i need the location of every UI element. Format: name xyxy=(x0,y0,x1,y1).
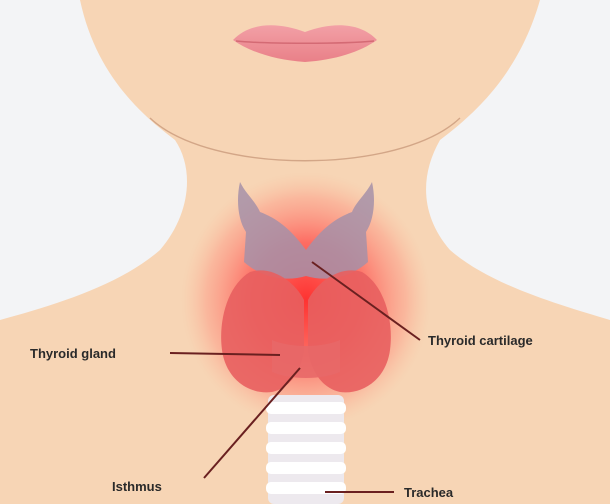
thyroid-cartilage-label: Thyroid cartilage xyxy=(428,333,533,348)
inflammation-glow xyxy=(181,172,431,428)
trachea xyxy=(266,395,346,504)
thyroid-gland-label: Thyroid gland xyxy=(30,346,116,361)
isthmus-label: Isthmus xyxy=(112,479,162,494)
trachea-label: Trachea xyxy=(404,485,454,500)
